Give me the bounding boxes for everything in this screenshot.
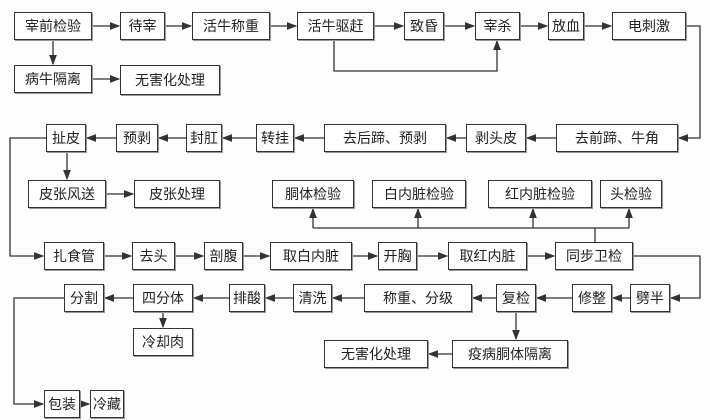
box-open-chest: 开胸 bbox=[378, 242, 417, 270]
box-splitting: 劈半 bbox=[630, 284, 670, 312]
box-driving: 活牛驱赶 bbox=[297, 12, 374, 40]
box-chilled-meat: 冷却肉 bbox=[133, 328, 193, 356]
box-hide-pulling: 扯皮 bbox=[46, 124, 86, 152]
box-remove-forehooves-horns: 去前蹄、牛角 bbox=[556, 124, 678, 152]
box-hide-conveying: 皮张风送 bbox=[28, 180, 106, 208]
box-reinspection: 复检 bbox=[496, 284, 536, 312]
box-trimming: 修整 bbox=[572, 284, 612, 312]
box-hide-processing: 皮张处理 bbox=[134, 180, 220, 208]
box-stunning: 致昏 bbox=[404, 12, 444, 40]
box-waiting: 待宰 bbox=[120, 12, 165, 40]
box-remove-white-offal: 取白内脏 bbox=[270, 242, 352, 270]
box-sync-inspection: 同步卫检 bbox=[555, 242, 633, 270]
box-washing: 清洗 bbox=[293, 284, 332, 312]
box-head-skinning: 剥头皮 bbox=[466, 124, 526, 152]
box-quartering: 四分体 bbox=[133, 284, 193, 312]
box-cold-storage: 冷藏 bbox=[90, 390, 124, 418]
box-preskin: 预剥 bbox=[116, 124, 158, 152]
box-seal-anus: 封肛 bbox=[186, 124, 222, 152]
box-acid-discharge: 排酸 bbox=[229, 284, 265, 312]
box-open-abdomen: 剖腹 bbox=[204, 242, 243, 270]
box-bleeding: 放血 bbox=[548, 12, 584, 40]
box-electrical-stimulation: 电刺激 bbox=[612, 12, 686, 40]
box-remove-hindhooves-preskin: 去后蹄、预剥 bbox=[324, 124, 446, 152]
box-rehang: 转挂 bbox=[256, 124, 294, 152]
box-red-offal-inspection: 红内脏检验 bbox=[488, 180, 592, 208]
box-live-weighing: 活牛称重 bbox=[192, 12, 270, 40]
box-tie-esophagus: 扎食管 bbox=[44, 242, 104, 270]
box-remove-red-offal: 取红内脏 bbox=[448, 242, 527, 270]
box-harmless-treatment: 无害化处理 bbox=[120, 65, 220, 95]
box-cutting: 分割 bbox=[64, 284, 104, 312]
box-pre-slaughter-inspection: 宰前检验 bbox=[14, 12, 92, 40]
box-carcass-inspection: 胴体检验 bbox=[272, 180, 354, 208]
box-sick-isolation: 病牛隔离 bbox=[14, 65, 92, 93]
box-head-inspection: 头检验 bbox=[600, 180, 662, 208]
box-diseased-carcass-isolation: 疫病胴体隔离 bbox=[452, 340, 568, 368]
box-remove-head: 去头 bbox=[132, 242, 175, 270]
box-white-offal-inspection: 白内脏检验 bbox=[372, 180, 466, 208]
box-packaging: 包装 bbox=[44, 390, 80, 418]
box-weighing-grading: 称重、分级 bbox=[364, 284, 472, 312]
box-slaughter: 宰杀 bbox=[475, 12, 520, 40]
box-harmless-treatment-2: 无害化处理 bbox=[324, 340, 428, 368]
